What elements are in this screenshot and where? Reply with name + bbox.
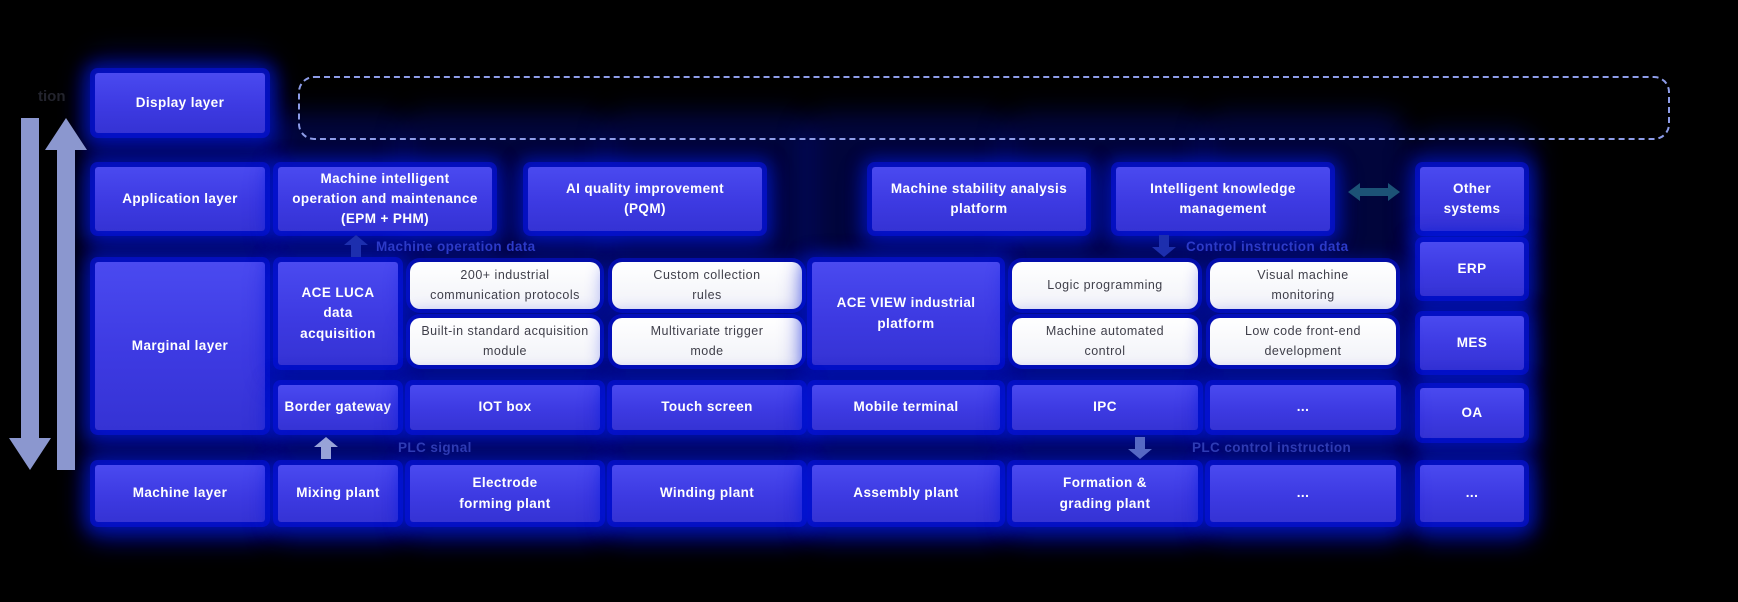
node-oa: OA [1420, 388, 1524, 438]
plc-control-down-arrow-icon [1128, 437, 1152, 459]
node-electrode-forming-plant: Electrode forming plant [410, 465, 600, 522]
node-ai-quality-improvement: AI quality improvement (PQM) [528, 167, 762, 231]
plc-signal-label: PLC signal [398, 440, 472, 455]
node-machine-automated-control: Machine automated control [1012, 318, 1198, 365]
node-machine-ellipsis: ... [1210, 465, 1396, 522]
plc-signal-up-arrow-icon [314, 437, 338, 459]
node-ace-luca-data-acquisition: ACE LUCA data acquisition [278, 262, 398, 365]
node-communication-protocols: 200+ industrial communication protocols [410, 262, 600, 309]
upward-flow-arrow-icon [45, 118, 87, 470]
clipped-label: tion [38, 88, 66, 105]
node-formation-grading-plant: Formation & grading plant [1012, 465, 1198, 522]
node-logic-programming: Logic programming [1012, 262, 1198, 309]
layer-machine: Machine layer [95, 465, 265, 522]
node-custom-collection-rules: Custom collection rules [612, 262, 802, 309]
node-iot-box: IOT box [410, 385, 600, 430]
electrode-forming-plant-label: Electrode forming plant [459, 475, 551, 511]
bidirectional-arrow-icon [1348, 183, 1400, 201]
machine-operation-data-label: Machine operation data [376, 239, 536, 254]
node-border-gateway: Border gateway [278, 385, 398, 430]
node-assembly-plant: Assembly plant [812, 465, 1000, 522]
node-builtin-acquisition-module: Built-in standard acquisition module [410, 318, 600, 365]
layer-display: Display layer [95, 73, 265, 133]
plc-control-instruction-label: PLC control instruction [1192, 440, 1352, 455]
control-instruction-data-down-arrow-icon [1152, 235, 1176, 257]
node-touch-screen: Touch screen [612, 385, 802, 430]
node-ace-view-industrial-platform: ACE VIEW industrial platform [812, 262, 1000, 365]
control-instruction-data-label: Control instruction data [1186, 239, 1349, 254]
display-layer-dashed-container [298, 76, 1670, 140]
node-intelligent-knowledge-management: Intelligent knowledge management [1116, 167, 1330, 231]
node-external-ellipsis: ... [1420, 465, 1524, 522]
machine-operation-data-up-arrow-icon [344, 235, 368, 257]
border-gateway-label: Border gateway [284, 399, 392, 415]
node-erp: ERP [1420, 242, 1524, 296]
node-winding-plant: Winding plant [612, 465, 802, 522]
formation-grading-plant-label: Formation & grading plant [1059, 475, 1151, 511]
downward-flow-arrow-icon [9, 118, 51, 470]
node-ipc: IPC [1012, 385, 1198, 430]
node-device-ellipsis: ... [1210, 385, 1396, 430]
layer-marginal: Marginal layer [95, 262, 265, 430]
node-machine-stability-analysis: Machine stability analysis platform [872, 167, 1086, 231]
node-mobile-terminal: Mobile terminal [812, 385, 1000, 430]
node-multivariate-trigger-mode: Multivariate trigger mode [612, 318, 802, 365]
layer-application: Application layer [95, 167, 265, 231]
node-low-code-frontend-development: Low code front-end development [1210, 318, 1396, 365]
node-other-systems: Other systems [1420, 167, 1524, 231]
node-machine-intelligent-operation-maintenance: Machine intelligent operation and mainte… [278, 167, 492, 231]
node-mixing-plant: Mixing plant [278, 465, 398, 522]
node-visual-machine-monitoring: Visual machine monitoring [1210, 262, 1396, 309]
node-mes: MES [1420, 316, 1524, 370]
